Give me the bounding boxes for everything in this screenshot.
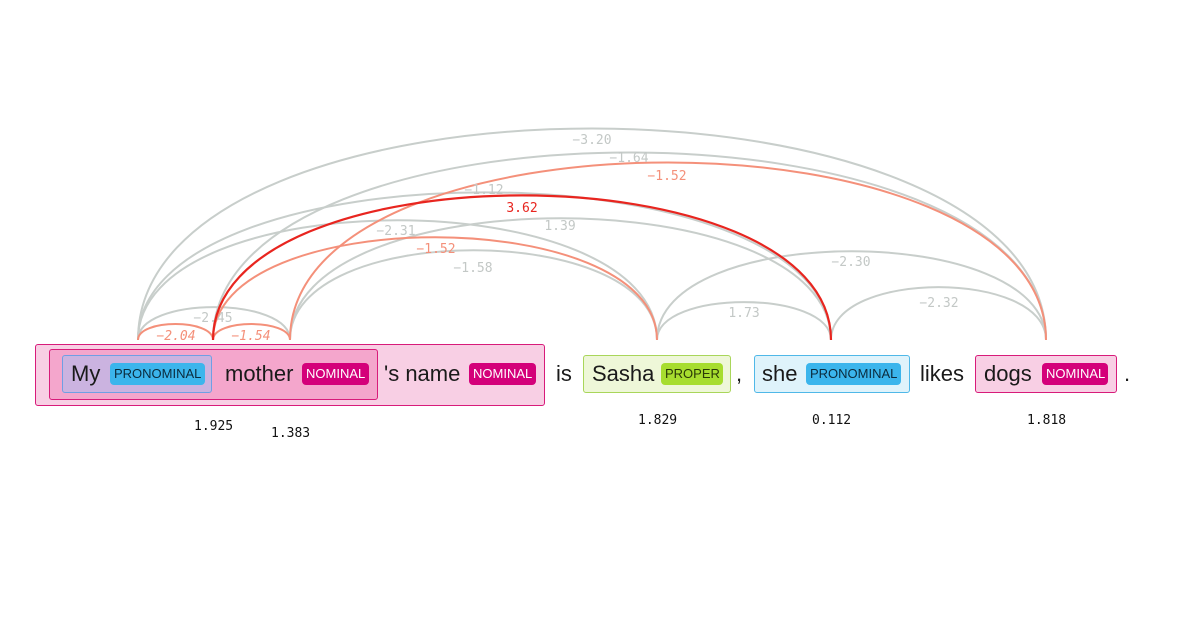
arc-label-name-dogs: −1.52 xyxy=(647,169,686,184)
token-is: is xyxy=(556,361,572,386)
arc-mother-sasha xyxy=(212,236,658,341)
token-mother: mother xyxy=(225,361,294,386)
arc-label-mother-dogs: −1.64 xyxy=(609,151,648,166)
arc-mother-name xyxy=(212,323,291,341)
arc-name-she xyxy=(289,217,832,341)
token-sasha: Sasha xyxy=(592,361,655,386)
arc-my-dogs xyxy=(137,127,1047,341)
arc-sasha-she xyxy=(656,301,832,341)
arc-my-mother xyxy=(137,323,214,341)
arc-label-mother-sasha: −1.52 xyxy=(416,242,455,257)
arc-name-dogs xyxy=(289,161,1047,341)
arc-mother-she xyxy=(211,194,833,341)
arc-name-sasha xyxy=(289,249,658,341)
arc-she-dogs xyxy=(830,286,1047,341)
token-period: . xyxy=(1124,361,1131,386)
arc-label-my-name: −2.45 xyxy=(193,311,232,326)
arc-label-my-sasha: −2.31 xyxy=(376,224,415,239)
arc-label-sasha-dogs: −2.30 xyxy=(831,255,870,270)
arc-label-mother-name: −1.54 xyxy=(231,329,270,344)
arc-label-sasha-she: 1.73 xyxy=(728,306,759,321)
tag-pronominal-she: PRONOMINAL xyxy=(806,363,901,385)
token-likes: likes xyxy=(920,361,965,386)
arc-my-sasha xyxy=(137,219,658,341)
arc-label-my-mother: −2.04 xyxy=(156,329,195,344)
token-s-name: 's name xyxy=(384,361,461,386)
token-my: My xyxy=(71,361,101,386)
tag-proper-sasha: PROPER xyxy=(661,363,723,385)
arc-my-name xyxy=(137,306,291,341)
score-sasha: 1.829 xyxy=(638,413,678,428)
arc-label-my-dogs: −3.20 xyxy=(572,133,611,148)
token-dogs: dogs xyxy=(984,361,1032,386)
score-dogs: 1.818 xyxy=(1027,413,1067,428)
arc-my-she xyxy=(137,191,832,341)
arc-label-name-sasha: −1.58 xyxy=(453,261,492,276)
arc-sasha-dogs xyxy=(656,250,1047,341)
arc-label-my-she: −1.12 xyxy=(464,183,503,198)
token-comma: , xyxy=(736,361,743,386)
arc-label-she-dogs: −2.32 xyxy=(919,296,958,311)
tag-nominal-dogs: NOMINAL xyxy=(1042,363,1108,385)
score-she: 0.112 xyxy=(812,413,852,428)
token-she: she xyxy=(762,361,798,386)
tag-nominal-name: NOMINAL xyxy=(469,363,536,385)
arc-label-name-she: 1.39 xyxy=(544,219,575,234)
score-mother: 1.383 xyxy=(271,426,311,441)
tag-pronominal-my: PRONOMINAL xyxy=(110,363,205,385)
score-my: 1.925 xyxy=(194,419,234,434)
tag-nominal-mother: NOMINAL xyxy=(302,363,369,385)
arc-label-mother-she: 3.62 xyxy=(506,201,537,216)
